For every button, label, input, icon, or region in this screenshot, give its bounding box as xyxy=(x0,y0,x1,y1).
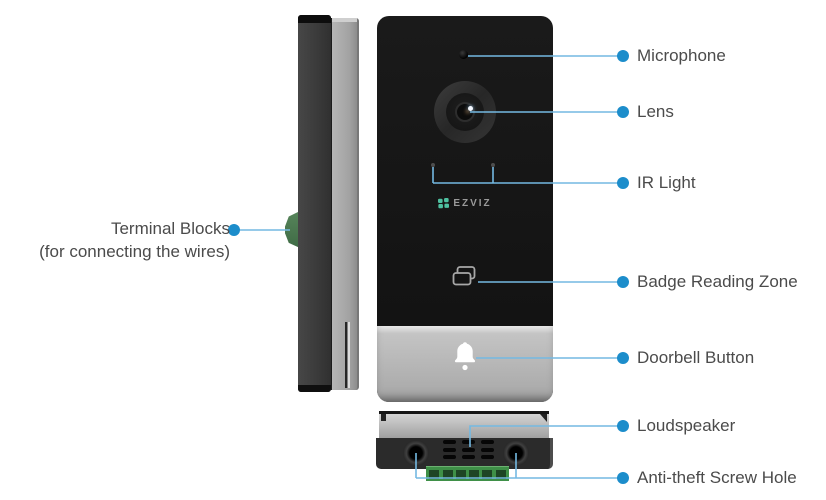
terminal-block-connector xyxy=(426,466,509,481)
grille-slot xyxy=(443,440,456,444)
callout-label-lens: Lens xyxy=(637,102,674,121)
anti-theft-screw-hole-right xyxy=(503,440,529,466)
callout-label-screw-hole: Anti-theft Screw Hole xyxy=(637,468,797,487)
front-view: EZVIZ xyxy=(377,16,553,402)
callout-label-loudspeaker: Loudspeaker xyxy=(637,416,736,435)
terminal-slot xyxy=(495,469,506,479)
terminal-blocks-wedge xyxy=(285,211,300,248)
callout-label-ir-light: IR Light xyxy=(637,173,696,192)
doorbell-button xyxy=(452,340,478,379)
lens-pupil xyxy=(455,102,475,122)
grille-slot xyxy=(462,440,475,444)
loudspeaker-dot xyxy=(617,420,629,432)
grille-slot xyxy=(481,440,494,444)
terminal-slot xyxy=(482,469,493,479)
ir-light-left xyxy=(431,163,435,167)
grille-slot xyxy=(443,447,456,452)
terminal-slot xyxy=(469,469,480,479)
ir-dot xyxy=(617,177,629,189)
brand-text: EZVIZ xyxy=(453,198,492,209)
callout-label-badge-zone: Badge Reading Zone xyxy=(637,272,798,291)
ir-light-right xyxy=(491,163,495,167)
anti-theft-screw-hole-left xyxy=(403,440,429,466)
ezviz-logo: EZVIZ xyxy=(377,198,553,209)
screw-dot xyxy=(617,472,629,484)
lens-dot xyxy=(617,106,629,118)
loudspeaker-grille xyxy=(443,440,500,462)
lens-glint xyxy=(468,106,473,111)
grille-slot xyxy=(462,455,475,459)
bottom-view-faceplate-edge xyxy=(379,411,549,438)
grille-slot xyxy=(481,447,494,452)
side-view-front-slab xyxy=(298,15,331,392)
terminal-blocks-label-line2: (for connecting the wires) xyxy=(39,242,230,261)
badge-reading-zone-icon xyxy=(451,264,477,297)
microphone-hole xyxy=(459,50,468,59)
callout-label-microphone: Microphone xyxy=(637,46,726,65)
grille-slot xyxy=(481,455,494,459)
terminal-slot xyxy=(429,469,440,479)
badge-dot xyxy=(617,276,629,288)
ezviz-logo-icon xyxy=(438,198,450,209)
card-icon xyxy=(452,266,476,286)
microphone-dot xyxy=(617,50,629,62)
side-view-mounting-slot xyxy=(345,322,350,388)
bell-icon xyxy=(454,342,476,371)
terminal-slot xyxy=(442,469,453,479)
camera-lens xyxy=(434,81,496,143)
callout-label-terminal-blocks: Terminal Blocks (for connecting the wire… xyxy=(0,217,230,263)
doorbell-button-panel xyxy=(377,326,553,402)
callout-label-doorbell: Doorbell Button xyxy=(637,348,755,367)
terminal-blocks-label-line1: Terminal Blocks xyxy=(110,219,230,238)
doorbell-dot xyxy=(617,352,629,364)
grille-slot xyxy=(443,455,456,459)
terminal-slot xyxy=(455,469,466,479)
grille-slot xyxy=(462,447,475,452)
